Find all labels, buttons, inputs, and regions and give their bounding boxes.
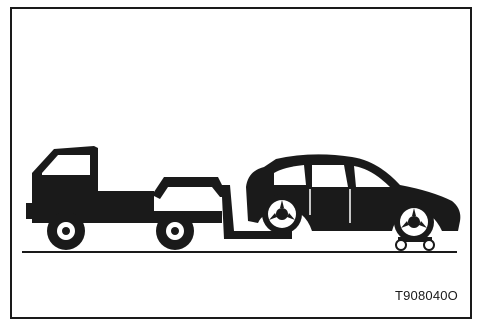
suv-window-middle <box>312 165 348 187</box>
towing-illustration <box>12 9 470 317</box>
figure-code: T908040O <box>395 288 458 303</box>
truck-bed <box>98 191 154 221</box>
truck-rear-wheel <box>156 212 194 250</box>
suv-front-wheel <box>394 202 434 242</box>
suv-rear-wheel <box>262 194 302 234</box>
wheel-dolly <box>396 237 434 250</box>
truck-boom <box>152 177 226 199</box>
truck-front-wheel <box>47 212 85 250</box>
figure-frame: T908040O <box>10 7 472 319</box>
